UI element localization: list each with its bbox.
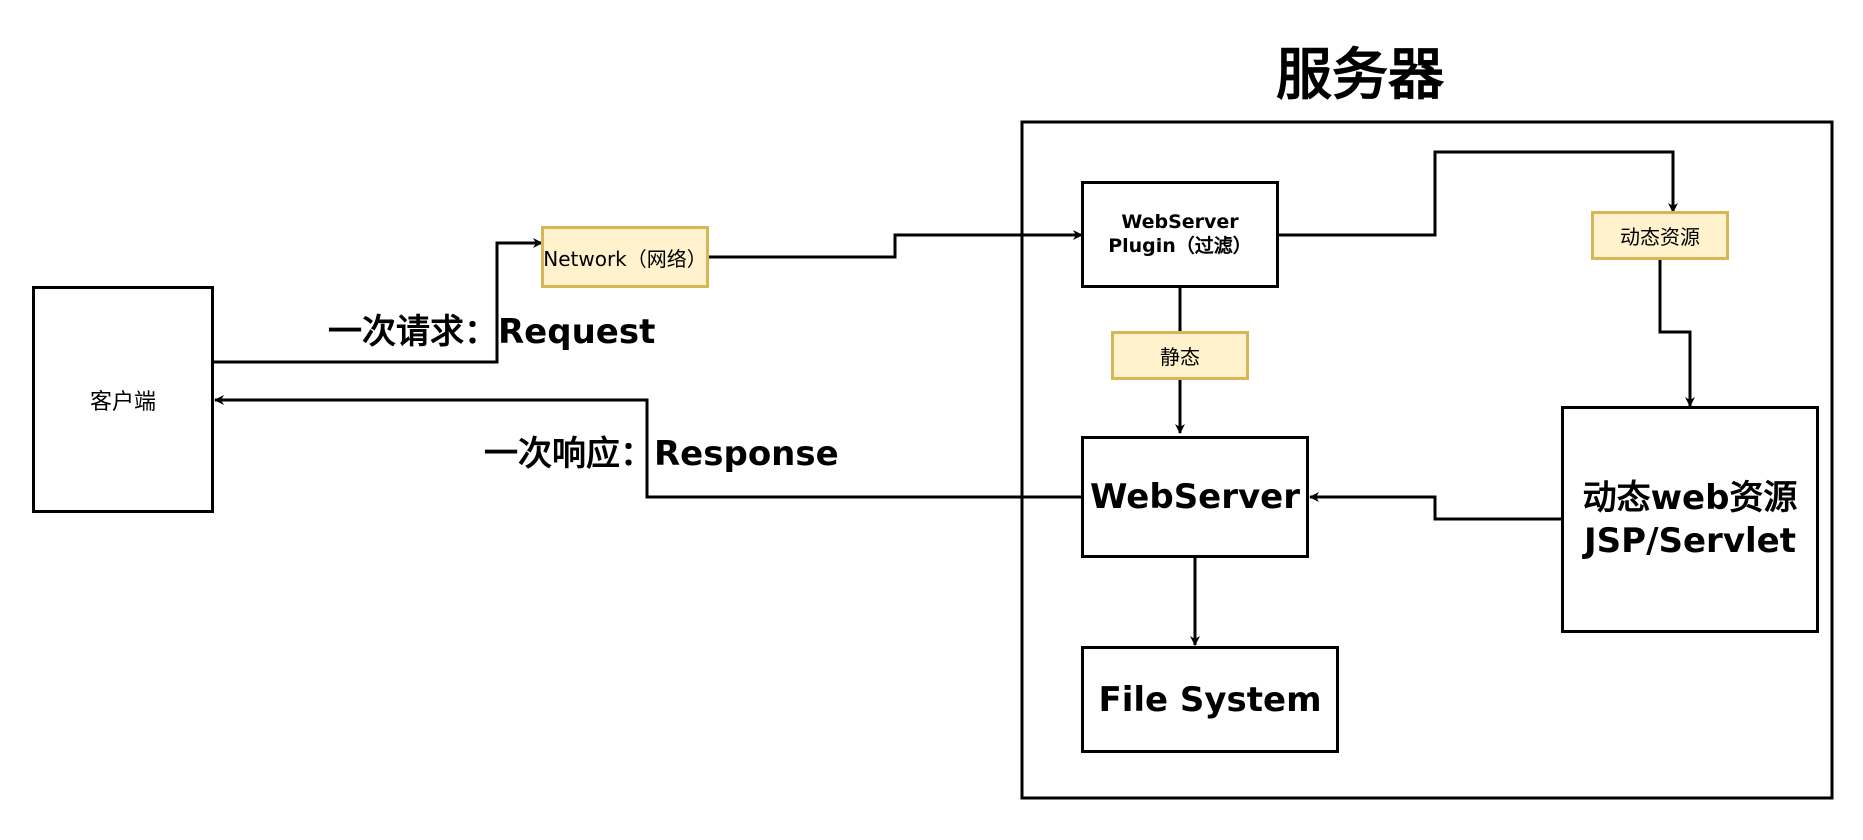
dynamic-resource-tag-label: 动态资源: [1620, 225, 1700, 249]
network-tag: Network（网络）: [541, 226, 709, 288]
dynamic-web-label: 动态web资源 JSP/Servlet: [1582, 478, 1798, 561]
webserver-label: WebServer: [1090, 477, 1300, 517]
filesystem-label: File System: [1098, 679, 1322, 720]
network-tag-label: Network（网络）: [543, 246, 707, 271]
edge-webserver-to-client: [214, 395, 1082, 499]
static-tag-label: 静态: [1160, 345, 1200, 369]
dynamic-resource-tag: 动态资源: [1591, 211, 1729, 260]
server-title: 服务器: [1276, 43, 1444, 108]
plugin-label: WebServer Plugin（过滤）: [1108, 210, 1252, 257]
webserver-box: WebServer: [1081, 436, 1309, 558]
edge-client-to-network: [212, 238, 543, 364]
plugin-box: WebServer Plugin（过滤）: [1081, 181, 1279, 288]
client-box: 客户端: [32, 286, 214, 513]
edge-plugin-to-dynamic-tag: [1277, 150, 1678, 237]
edge-network-to-plugin: [708, 230, 1083, 259]
request-label: 一次请求：Request: [328, 312, 656, 352]
edge-dynamic-tag-to-dynamic-web: [1658, 259, 1695, 407]
client-label: 客户端: [89, 389, 156, 415]
edge-dynamic-web-to-webserver: [1309, 492, 1562, 521]
response-label: 一次响应：Response: [484, 434, 839, 474]
static-tag: 静态: [1111, 331, 1249, 380]
server-container: [1020, 120, 1834, 800]
dynamic-web-box: 动态web资源 JSP/Servlet: [1561, 406, 1819, 633]
filesystem-box: File System: [1081, 646, 1339, 753]
